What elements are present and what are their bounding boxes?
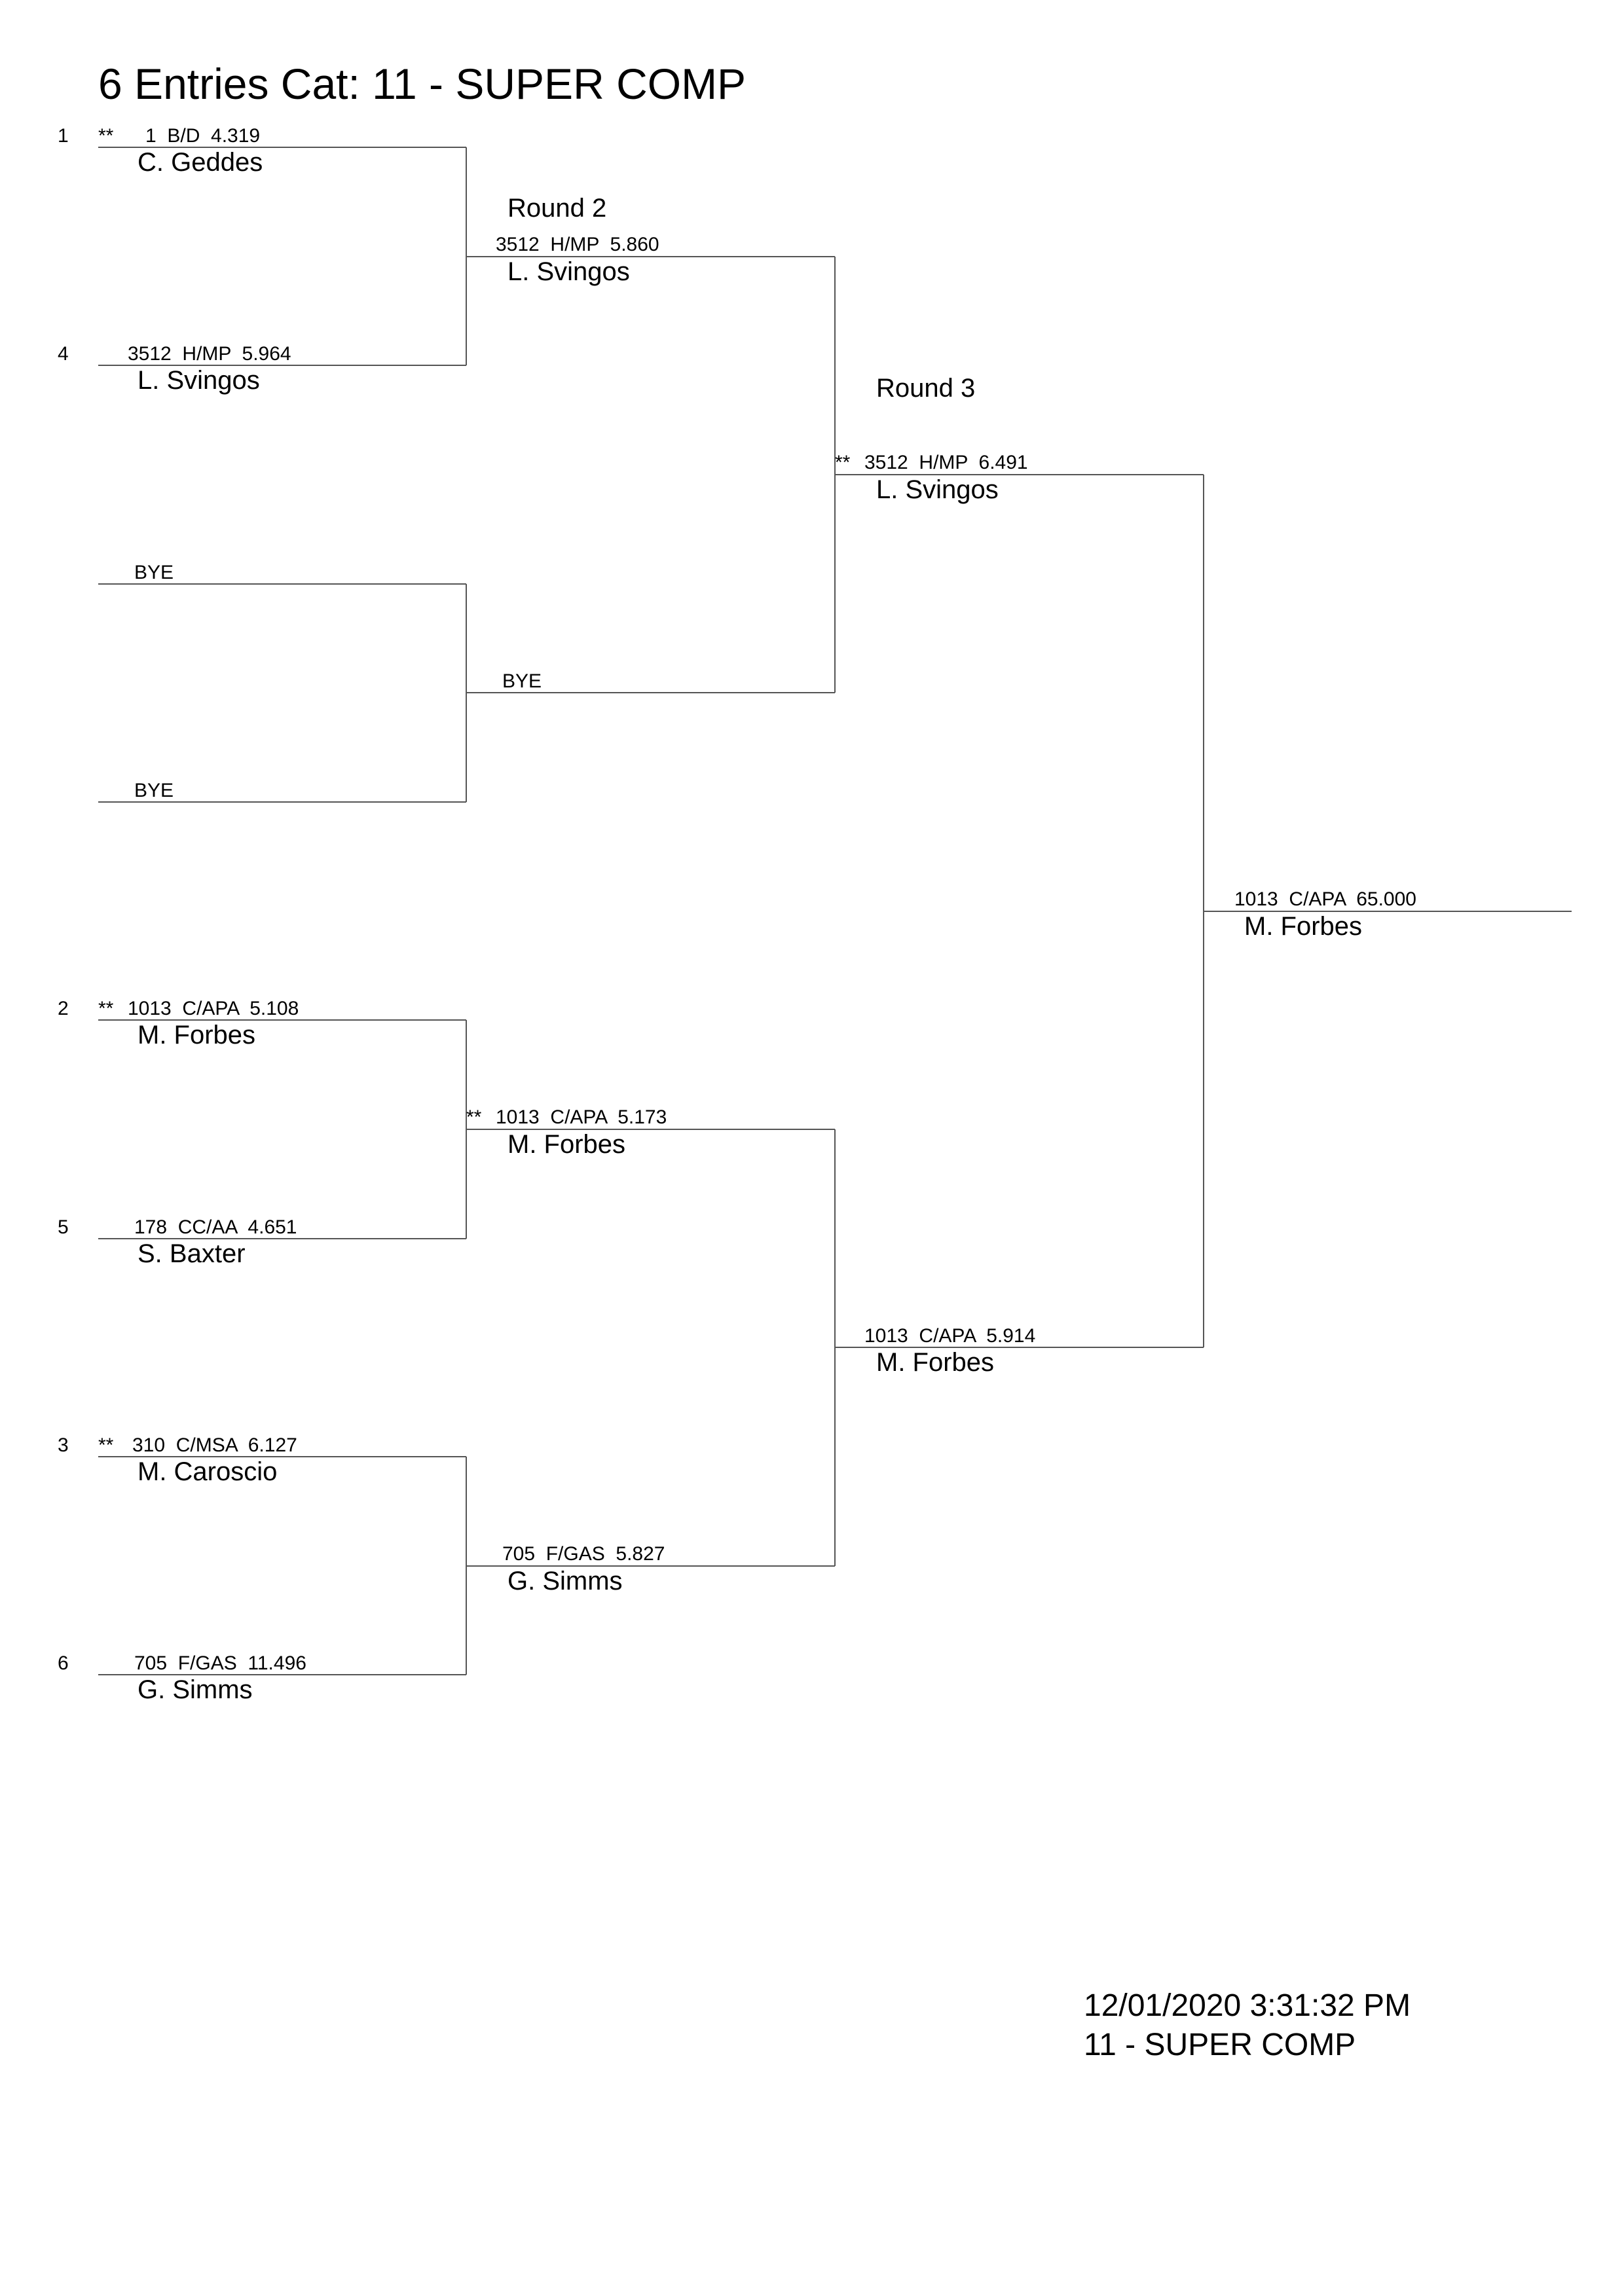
entry-info: BYE — [134, 562, 174, 583]
seed-number: 4 — [58, 343, 69, 365]
entry-info: 705 F/GAS 11.496 — [134, 1652, 306, 1674]
driver-name: M. Forbes — [507, 1130, 626, 1159]
footer-category: 11 - SUPER COMP — [1084, 2028, 1356, 2062]
entry-info: 310 C/MSA 6.127 — [132, 1434, 297, 1456]
driver-name: M. Forbes — [876, 1348, 995, 1377]
entry-info: BYE — [502, 670, 542, 692]
page-title: 6 Entries Cat: 11 - SUPER COMP — [98, 60, 747, 108]
seed-number: 1 — [58, 125, 69, 147]
entry-info: 178 CC/AA 4.651 — [134, 1216, 297, 1238]
round-2-label: Round 2 — [507, 194, 607, 223]
entry-info: 1013 C/APA 5.108 — [128, 998, 299, 1019]
winner-mark: ** — [98, 1434, 114, 1456]
driver-name: M. Caroscio — [138, 1457, 278, 1486]
driver-name: G. Simms — [507, 1567, 623, 1595]
winner-mark: ** — [98, 125, 114, 147]
driver-name: C. Geddes — [138, 148, 263, 177]
entry-info: 3512 H/MP 6.491 — [864, 452, 1028, 473]
driver-name: L. Svingos — [507, 257, 630, 286]
winner-entry-info: 1013 C/APA 65.000 — [1234, 888, 1416, 910]
entry-info: BYE — [134, 780, 174, 801]
driver-name: L. Svingos — [138, 366, 260, 395]
footer-timestamp: 12/01/2020 3:31:32 PM — [1084, 1988, 1411, 2023]
entry-info: 1013 C/APA 5.173 — [496, 1106, 667, 1128]
entry-info: 3512 H/MP 5.860 — [496, 234, 659, 255]
round-3-label: Round 3 — [876, 374, 976, 403]
winner-name: M. Forbes — [1244, 912, 1363, 941]
seed-number: 5 — [58, 1216, 69, 1238]
entry-info: 1 B/D 4.319 — [145, 125, 261, 147]
driver-name: S. Baxter — [138, 1239, 246, 1268]
driver-name: M. Forbes — [138, 1021, 256, 1049]
winner-mark: ** — [466, 1106, 482, 1128]
entry-info: 705 F/GAS 5.827 — [502, 1543, 665, 1565]
entry-info: 1013 C/APA 5.914 — [864, 1325, 1036, 1347]
seed-number: 2 — [58, 998, 69, 1019]
driver-name: L. Svingos — [876, 475, 999, 504]
winner-mark: ** — [98, 998, 114, 1019]
entry-info: 3512 H/MP 5.964 — [128, 343, 291, 365]
winner-mark: ** — [835, 452, 851, 473]
seed-number: 3 — [58, 1434, 69, 1456]
seed-number: 6 — [58, 1652, 69, 1674]
driver-name: G. Simms — [138, 1675, 253, 1704]
